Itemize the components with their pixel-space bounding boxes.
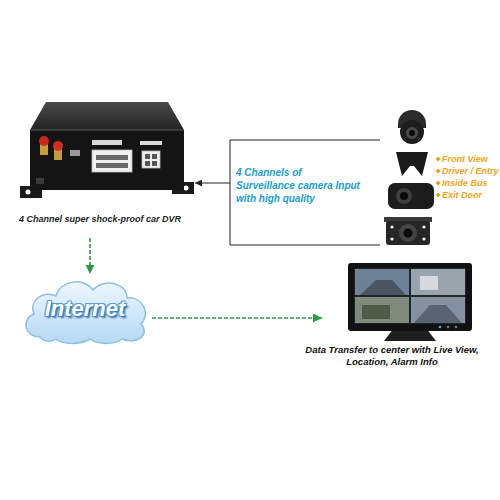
- connector-pins: [96, 163, 128, 168]
- monitor-screen: [354, 268, 466, 324]
- mount-hole: [26, 190, 31, 195]
- dvr-top-face: [30, 102, 184, 130]
- camera-lens: [400, 192, 408, 200]
- monitor-button: [455, 326, 458, 329]
- antenna-cap: [53, 141, 63, 151]
- ir-led: [390, 237, 393, 240]
- monitor-button: [439, 326, 442, 329]
- screen-quadrant: [355, 297, 409, 323]
- screen-quadrant: [355, 269, 409, 295]
- screen-scene: [414, 305, 462, 323]
- dome-camera: [400, 120, 424, 144]
- monitor-caption: Data Transfer to center with Live View, …: [286, 344, 498, 368]
- dvr-illustration: [20, 102, 194, 198]
- ir-led: [390, 225, 393, 228]
- camera-lens: [409, 130, 415, 136]
- camera-view-item: Front View: [436, 153, 488, 165]
- panel-sticker: [92, 140, 122, 145]
- monitor-button: [447, 326, 450, 329]
- ir-led: [422, 225, 425, 228]
- camera-illustration: [384, 110, 434, 245]
- screen-scene: [420, 276, 438, 290]
- port: [70, 150, 80, 156]
- power-connector: [92, 150, 132, 172]
- io-connector: [142, 151, 160, 168]
- camera-lens: [396, 188, 412, 204]
- rear-camera: [386, 221, 430, 245]
- mount-hole: [184, 186, 189, 191]
- port: [36, 178, 44, 184]
- cloud-label: Internet: [18, 296, 152, 322]
- internet-cloud: Internet: [18, 274, 152, 346]
- screen-scene: [362, 305, 390, 319]
- edge-label: 4 Channels of Surveillance camera Input …: [236, 166, 362, 205]
- connector-arrow: [152, 317, 322, 319]
- dvr-device: 4 Channel super shock-proof car DVR: [5, 96, 195, 238]
- connector-pins: [152, 154, 157, 159]
- connector-pins: [152, 161, 157, 166]
- connector-pins: [145, 154, 150, 159]
- camera-view-item: Inside Bus: [436, 177, 488, 189]
- bracket-line: [230, 183, 380, 245]
- connector-pins: [145, 161, 150, 166]
- connector-pins: [96, 155, 128, 160]
- camera-mount: [396, 152, 428, 176]
- camera-lens: [406, 127, 418, 139]
- ir-led: [422, 237, 425, 240]
- side-camera: [388, 183, 434, 209]
- dvr-front-face: [30, 130, 184, 190]
- monitor-bezel: [348, 263, 472, 331]
- screen-scene: [360, 280, 406, 295]
- camera-view-item: Driver / Entry: [436, 165, 499, 177]
- connector-arrow: [89, 238, 91, 274]
- camera-group: Front ViewDriver / EntryInside BusExit D…: [380, 112, 495, 248]
- camera-lens: [399, 224, 417, 242]
- monitor-center: Data Transfer to center with Live View, …: [322, 262, 495, 372]
- monitor-illustration: [348, 263, 472, 341]
- panel-sticker: [140, 141, 162, 145]
- screen-quadrant: [411, 297, 465, 323]
- device-label: 4 Channel super shock-proof car DVR: [5, 213, 195, 225]
- camera-lens: [404, 229, 413, 238]
- antenna-cap: [39, 136, 49, 146]
- camera-view-item: Exit Door: [436, 189, 482, 201]
- screen-quadrant: [411, 269, 465, 295]
- dvr-edge: [30, 130, 184, 131]
